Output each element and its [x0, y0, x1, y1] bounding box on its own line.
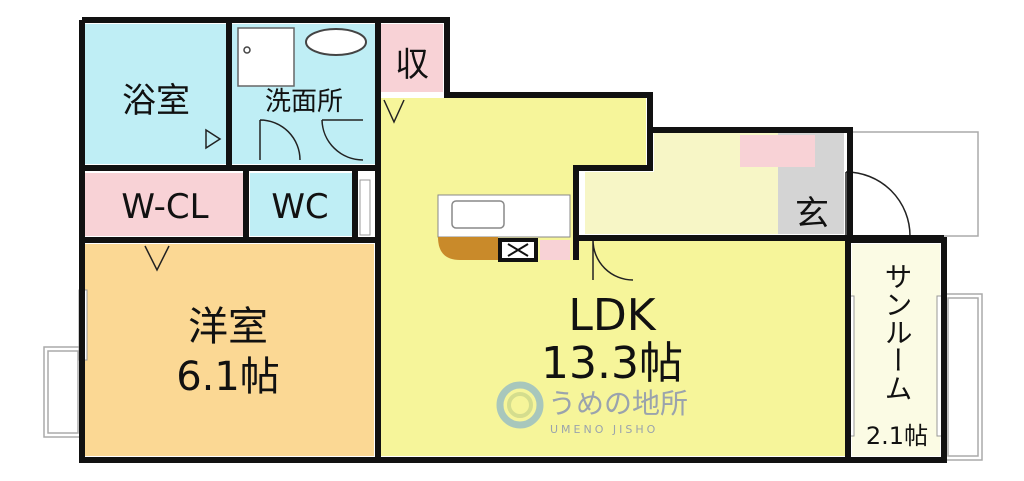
shoe-cabinet	[740, 135, 815, 167]
washer-pan	[237, 27, 295, 87]
storage-label: 収	[395, 45, 429, 85]
watermark-main: うめの地所	[548, 387, 688, 420]
wcl-fill	[85, 173, 243, 236]
door-swings	[144, 99, 911, 281]
bath-fill	[85, 24, 227, 164]
storage-fill	[381, 24, 443, 92]
wc-fill	[250, 173, 352, 236]
entrance-label: 玄	[795, 194, 829, 234]
ldk-size: 13.3帖	[541, 338, 683, 389]
western-room-size: 6.1帖	[176, 354, 280, 400]
hall-fill	[585, 132, 778, 234]
kitchen-counter-wood	[438, 237, 498, 260]
sunroom-size: 2.1帖	[866, 422, 928, 450]
toilet-label: WC	[271, 187, 328, 227]
watermark-sub: UMENO JISHO	[550, 423, 658, 436]
washbasin	[305, 28, 367, 56]
walk-in-closet-label: W-CL	[121, 187, 208, 227]
walls	[79, 17, 947, 463]
western-room-name: 洋室	[188, 304, 268, 350]
ldk-fill	[380, 98, 846, 456]
ldk-name: LDK	[568, 290, 656, 341]
drain	[243, 46, 251, 54]
kitchen-sink	[451, 200, 505, 229]
sunroom-fill	[852, 244, 940, 456]
washroom-label: 洗面所	[265, 87, 343, 117]
sunroom-name: サンルーム	[881, 262, 914, 402]
fridge-space	[540, 240, 570, 260]
bath-label: 浴室	[122, 81, 190, 121]
watermark-logo	[496, 381, 544, 429]
range-hood-mark	[507, 243, 529, 257]
western-room-fill	[85, 244, 374, 456]
